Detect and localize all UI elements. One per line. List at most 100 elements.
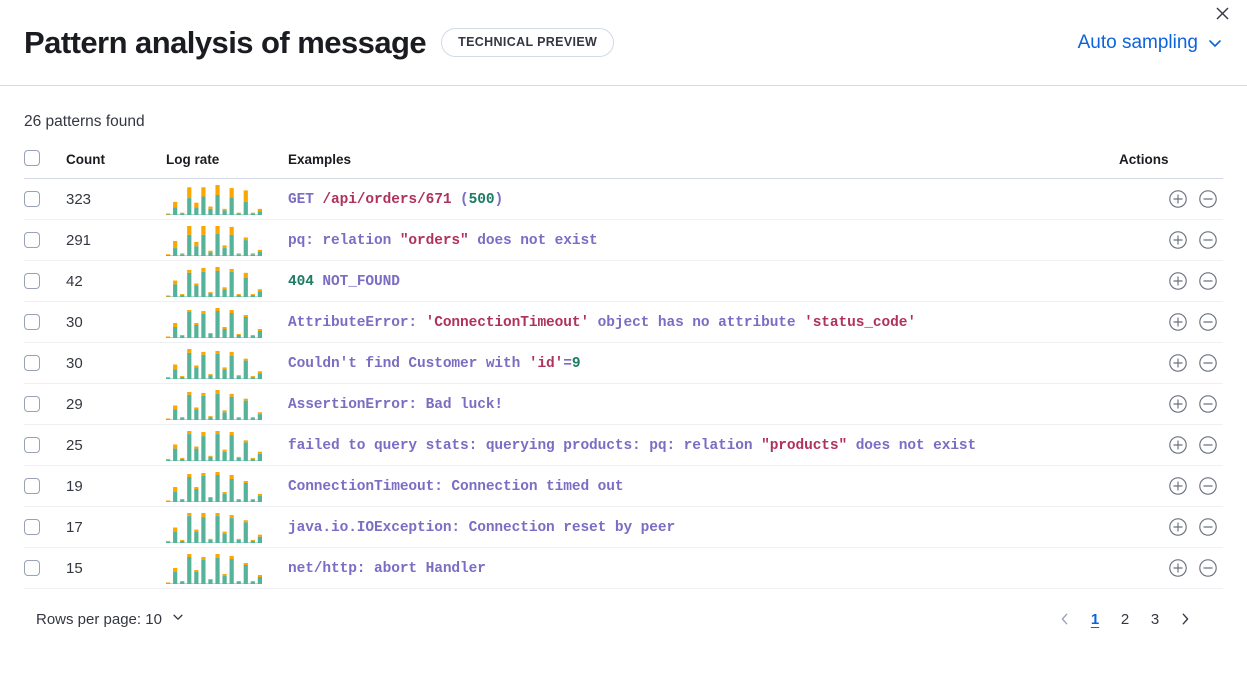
status-badge: TECHNICAL PREVIEW (441, 28, 615, 57)
actions-cell (1119, 506, 1223, 548)
examples-header[interactable]: Examples (288, 150, 1119, 179)
log-rate-sparkline (166, 383, 288, 425)
row-select-cell (24, 465, 66, 507)
minus-in-circle-icon[interactable] (1193, 553, 1223, 583)
count-cell: 19 (66, 465, 166, 507)
header-left-group: Pattern analysis of message TECHNICAL PR… (24, 25, 615, 61)
minus-in-circle-icon[interactable] (1193, 225, 1223, 255)
row-checkbox[interactable] (24, 478, 40, 494)
example-cell: 404 NOT_FOUND (288, 260, 1119, 302)
example-cell: GET /api/orders/671 (500) (288, 178, 1119, 220)
example-cell: pq: relation "orders" does not exist (288, 219, 1119, 261)
example-text: failed to query stats: querying products… (288, 438, 977, 454)
table-row[interactable]: 30 Couldn't find Customer with 'id'=9 (24, 342, 1223, 384)
count-cell: 15 (66, 547, 166, 589)
count-cell: 291 (66, 219, 166, 261)
page-number-3[interactable]: 3 (1150, 610, 1160, 628)
plus-in-circle-icon[interactable] (1163, 512, 1193, 542)
count-cell: 25 (66, 424, 166, 466)
example-text: GET /api/orders/671 (500) (288, 192, 504, 208)
chevron-right-icon[interactable] (1171, 604, 1199, 634)
auto-sampling-label: Auto sampling (1077, 31, 1198, 53)
minus-in-circle-icon[interactable] (1193, 512, 1223, 542)
example-text: pq: relation "orders" does not exist (288, 233, 598, 249)
count-cell: 30 (66, 342, 166, 384)
example-text: Couldn't find Customer with 'id'=9 (288, 356, 581, 372)
example-text: AssertionError: Bad luck! (288, 397, 504, 413)
log-rate-sparkline (166, 260, 288, 302)
page-number-2[interactable]: 2 (1120, 610, 1130, 628)
table-header-row: Count Log rate Examples Actions (24, 150, 1223, 179)
chevron-left-icon[interactable] (1051, 604, 1079, 634)
row-select-cell (24, 342, 66, 384)
example-text: ConnectionTimeout: Connection timed out (288, 479, 624, 495)
plus-in-circle-icon[interactable] (1163, 266, 1193, 296)
log-rate-header[interactable]: Log rate (166, 150, 288, 179)
count-header[interactable]: Count (66, 150, 166, 179)
page-number-1[interactable]: 1 (1090, 610, 1100, 628)
plus-in-circle-icon[interactable] (1163, 348, 1193, 378)
row-select-cell (24, 506, 66, 548)
minus-in-circle-icon[interactable] (1193, 471, 1223, 501)
row-select-cell (24, 547, 66, 589)
table-row[interactable]: 17 java.io.IOException: Connection reset … (24, 506, 1223, 548)
minus-in-circle-icon[interactable] (1193, 307, 1223, 337)
actions-cell (1119, 260, 1223, 302)
minus-in-circle-icon[interactable] (1193, 184, 1223, 214)
actions-cell (1119, 424, 1223, 466)
panel-body: 26 patterns found Count Log rate Example… (0, 86, 1247, 634)
plus-in-circle-icon[interactable] (1163, 553, 1193, 583)
patterns-found-label: 26 patterns found (24, 113, 145, 130)
example-cell: AssertionError: Bad luck! (288, 383, 1119, 425)
row-select-cell (24, 383, 66, 425)
select-all-header (24, 150, 66, 179)
rows-per-page-selector[interactable]: Rows per page: 10 (36, 610, 185, 628)
auto-sampling-dropdown[interactable]: Auto sampling (1078, 32, 1223, 54)
row-checkbox[interactable] (24, 314, 40, 330)
row-checkbox[interactable] (24, 273, 40, 289)
count-cell: 30 (66, 301, 166, 343)
row-select-cell (24, 424, 66, 466)
row-checkbox[interactable] (24, 396, 40, 412)
row-select-cell (24, 301, 66, 343)
plus-in-circle-icon[interactable] (1163, 430, 1193, 460)
table-row[interactable]: 291 pq: relation "orders" does not exist (24, 219, 1223, 261)
row-checkbox[interactable] (24, 560, 40, 576)
actions-cell (1119, 342, 1223, 384)
select-all-checkbox[interactable] (24, 150, 40, 166)
pagination: 1 2 3 (1051, 604, 1199, 634)
plus-in-circle-icon[interactable] (1163, 184, 1193, 214)
example-cell: java.io.IOException: Connection reset by… (288, 506, 1119, 548)
row-checkbox[interactable] (24, 519, 40, 535)
minus-in-circle-icon[interactable] (1193, 266, 1223, 296)
table-row[interactable]: 29 AssertionError: Bad luck! (24, 383, 1223, 425)
example-text: java.io.IOException: Connection reset by… (288, 520, 676, 536)
plus-in-circle-icon[interactable] (1163, 307, 1193, 337)
chevron-down-icon (1207, 35, 1223, 51)
count-cell: 17 (66, 506, 166, 548)
row-select-cell (24, 219, 66, 261)
count-cell: 29 (66, 383, 166, 425)
row-checkbox[interactable] (24, 355, 40, 371)
log-rate-sparkline (166, 424, 288, 466)
table-row[interactable]: 19 ConnectionTimeout: Connection timed ou… (24, 465, 1223, 507)
log-rate-sparkline (166, 465, 288, 507)
row-checkbox[interactable] (24, 437, 40, 453)
plus-in-circle-icon[interactable] (1163, 225, 1193, 255)
plus-in-circle-icon[interactable] (1163, 471, 1193, 501)
minus-in-circle-icon[interactable] (1193, 348, 1223, 378)
table-row[interactable]: 25 failed to query stats: querying produc… (24, 424, 1223, 466)
close-icon[interactable] (1211, 2, 1233, 24)
row-select-cell (24, 178, 66, 220)
minus-in-circle-icon[interactable] (1193, 389, 1223, 419)
minus-in-circle-icon[interactable] (1193, 430, 1223, 460)
row-checkbox[interactable] (24, 191, 40, 207)
row-checkbox[interactable] (24, 232, 40, 248)
plus-in-circle-icon[interactable] (1163, 389, 1193, 419)
example-cell: failed to query stats: querying products… (288, 424, 1119, 466)
